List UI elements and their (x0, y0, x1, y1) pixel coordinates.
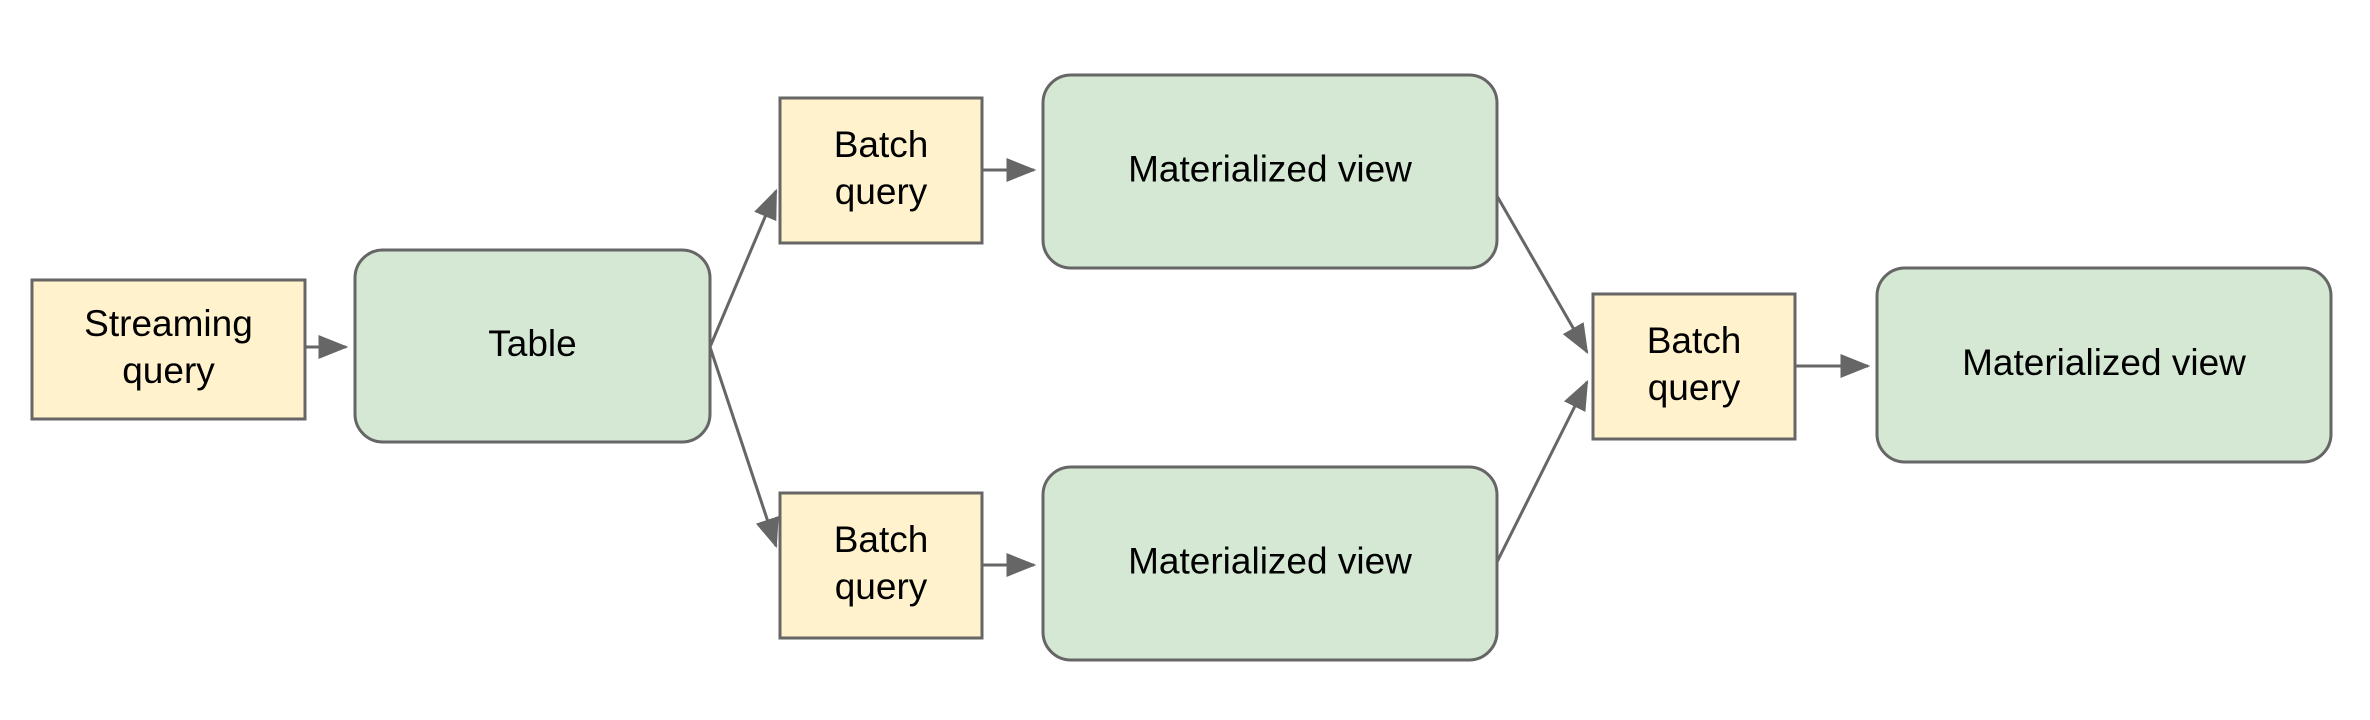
node-label-batch-query-top: Batch query (834, 124, 929, 212)
node-label-table: Table (488, 323, 576, 364)
node-batch-query-merge[interactable]: Batch query (1591, 292, 1797, 441)
node-label-line: Batch (1647, 320, 1742, 361)
node-streaming-query[interactable]: Streaming query (30, 278, 307, 421)
node-label-batch-query-merge: Batch query (1647, 320, 1742, 408)
node-shape-materialized-view-bottom (1041, 465, 1499, 662)
node-shape-streaming-query (30, 278, 307, 421)
node-label-line: query (835, 566, 928, 607)
node-materialized-view-top[interactable]: Materialized view (1041, 73, 1499, 270)
node-label-line: query (122, 350, 215, 391)
node-batch-query-top[interactable]: Batch query (778, 96, 984, 245)
node-shape-batch-query-top (778, 96, 984, 245)
node-table[interactable]: Table (353, 248, 712, 444)
node-label-line: query (1648, 367, 1741, 408)
node-label-batch-query-bottom: Batch query (834, 519, 929, 607)
node-shape-materialized-view-top (1041, 73, 1499, 270)
node-batch-query-bottom[interactable]: Batch query (778, 491, 984, 640)
node-label-line: Batch (834, 519, 929, 560)
node-label-materialized-view-bottom: Materialized view (1128, 540, 1412, 581)
edge-table-to-batch-top (708, 188, 778, 348)
node-label-line: Batch (834, 124, 929, 165)
edge-mv-top-to-batch-merge (1495, 195, 1589, 355)
node-label-streaming-query: Streaming query (84, 303, 253, 391)
edges-layer (305, 158, 1871, 578)
node-label-line: Table (488, 323, 576, 364)
node-shape-batch-query-merge (1591, 292, 1797, 441)
node-label-line: Materialized view (1962, 342, 2246, 383)
node-shape-materialized-view-final (1875, 266, 2333, 464)
node-label-materialized-view-final: Materialized view (1962, 342, 2246, 383)
node-label-line: Materialized view (1128, 540, 1412, 581)
edge-mv-bottom-to-batch-merge (1495, 379, 1589, 563)
node-label-line: query (835, 171, 928, 212)
node-shape-batch-query-bottom (778, 491, 984, 640)
node-materialized-view-final[interactable]: Materialized view (1875, 266, 2333, 464)
node-materialized-view-bottom[interactable]: Materialized view (1041, 465, 1499, 662)
node-label-line: Streaming (84, 303, 253, 344)
node-shape-table (353, 248, 712, 444)
node-label-line: Materialized view (1128, 148, 1412, 189)
node-label-materialized-view-top: Materialized view (1128, 148, 1412, 189)
edge-table-to-batch-bottom (708, 346, 779, 549)
